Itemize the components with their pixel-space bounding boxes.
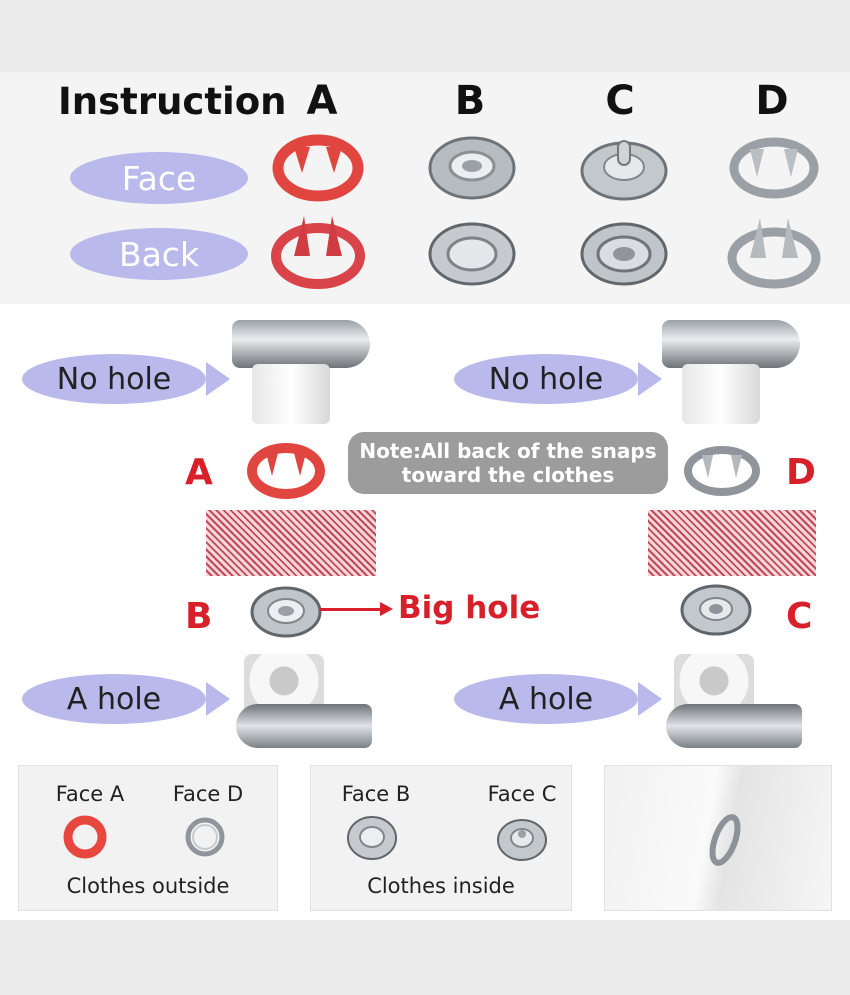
note-line-2: toward the clothes (401, 463, 615, 487)
snap-b-face-icon (428, 136, 516, 200)
a-hole-label-left: A hole (22, 674, 206, 724)
column-label-b: B (454, 78, 486, 124)
back-row-label: Back (70, 228, 248, 280)
press-die-top-right (682, 364, 760, 424)
arrow-right-icon (380, 602, 393, 616)
column-label-d: D (755, 78, 789, 124)
column-label-c: C (605, 78, 635, 124)
snap-a-back-icon (271, 216, 365, 289)
arrow-right-icon (206, 682, 230, 716)
snap-c-back-icon (580, 222, 668, 286)
press-tool-top-right (662, 320, 800, 368)
clothes-outside-caption: Clothes outside (66, 874, 230, 898)
snap-b-face-icon (347, 816, 397, 860)
snap-d-face-icon (729, 137, 819, 199)
column-label-a: A (306, 78, 338, 124)
snap-c-face-icon (497, 819, 547, 861)
snap-d-icon (684, 446, 760, 496)
face-row-label: Face (70, 152, 248, 204)
face-b-label: Face B (341, 782, 411, 806)
snap-letter-d: D (786, 452, 816, 493)
card-clothes-outside (18, 765, 278, 911)
snap-d-face-icon (185, 817, 225, 857)
snap-c-face-icon (580, 140, 668, 201)
snap-a-face-icon (63, 815, 107, 859)
face-d-label: Face D (172, 782, 244, 806)
fabric-swatch-left (206, 510, 376, 576)
note-badge: Note:All back of the snaps toward the cl… (348, 432, 668, 494)
snap-letter-a: A (185, 452, 213, 493)
big-hole-arrow (320, 608, 382, 611)
no-hole-label-right: No hole (454, 354, 638, 404)
clothes-inside-caption: Clothes inside (367, 874, 515, 898)
press-tool-bottom-left (236, 704, 372, 748)
no-hole-label-left: No hole (22, 354, 206, 404)
snap-b-back-icon (428, 222, 516, 286)
fabric-swatch-right (648, 510, 816, 576)
face-c-label: Face C (487, 782, 557, 806)
snap-a-icon (247, 443, 325, 499)
snap-b-icon (250, 586, 322, 638)
big-hole-label: Big hole (398, 590, 541, 626)
press-die-top-left (252, 364, 330, 424)
face-a-label: Face A (55, 782, 125, 806)
arrow-right-icon (638, 682, 662, 716)
snap-letter-b: B (185, 596, 213, 637)
snap-letter-c: C (786, 596, 813, 637)
snap-a-face-icon (272, 134, 364, 202)
note-line-1: Note:All back of the snaps (359, 439, 657, 463)
arrow-right-icon (206, 362, 230, 396)
snap-c-icon (680, 584, 752, 636)
page-title: Instruction (58, 80, 287, 123)
arrow-right-icon (638, 362, 662, 396)
press-tool-bottom-right (666, 704, 802, 748)
press-tool-top-left (232, 320, 370, 368)
snap-on-fabric-icon (709, 814, 741, 866)
snap-d-back-icon (727, 218, 821, 289)
a-hole-label-right: A hole (454, 674, 638, 724)
